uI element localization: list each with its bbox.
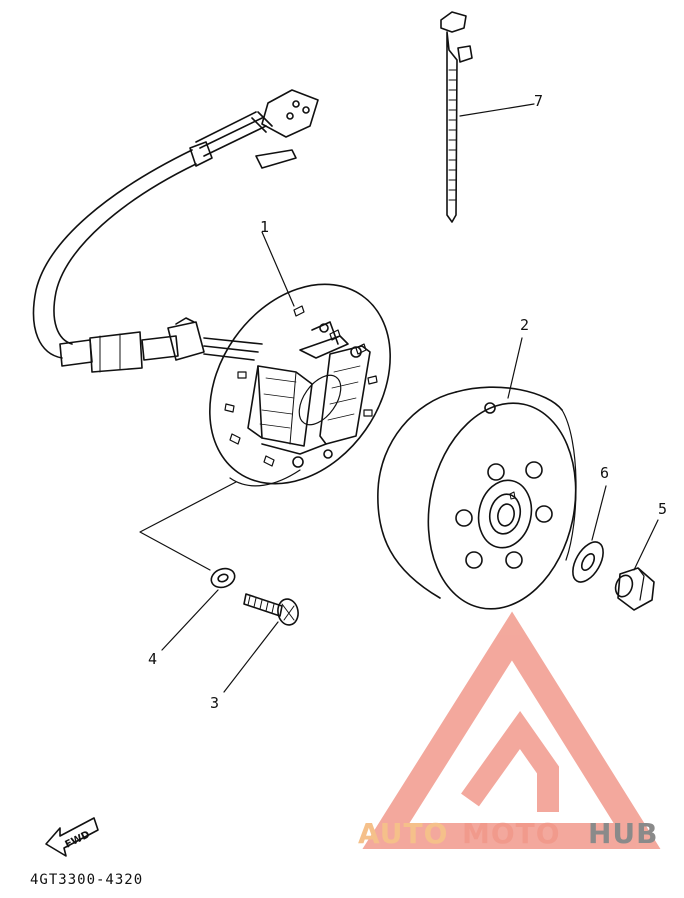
callout-6: 6	[600, 464, 609, 482]
callout-1: 1	[260, 218, 269, 236]
catalog-number: 4GT3300-4320	[30, 872, 143, 888]
callout-labels: 1 2 3 4 5 6 7	[148, 92, 667, 712]
watermark-logo	[362, 611, 661, 849]
wire-harness	[32, 89, 319, 373]
washer-part-6	[572, 541, 604, 583]
screw-part-3	[243, 593, 299, 626]
cable-tie	[440, 11, 473, 223]
watermark-moto: MOTO	[462, 817, 561, 850]
callout-5: 5	[658, 500, 667, 518]
watermark-auto: AUTO	[358, 817, 448, 850]
washer-part-4	[210, 567, 236, 589]
forward-arrow-icon: FWD	[45, 817, 99, 857]
nut-part-5	[614, 567, 655, 611]
leader-lines	[139, 103, 659, 693]
flywheel-rotor	[377, 386, 577, 610]
watermark-hub: HUB	[588, 817, 659, 850]
callout-4: 4	[148, 650, 157, 668]
stator-assembly	[209, 283, 391, 487]
callout-2: 2	[520, 316, 529, 334]
callout-7: 7	[534, 92, 543, 110]
watermark-text: AUTO MOTO HUB	[358, 817, 659, 850]
callout-3: 3	[210, 694, 219, 712]
